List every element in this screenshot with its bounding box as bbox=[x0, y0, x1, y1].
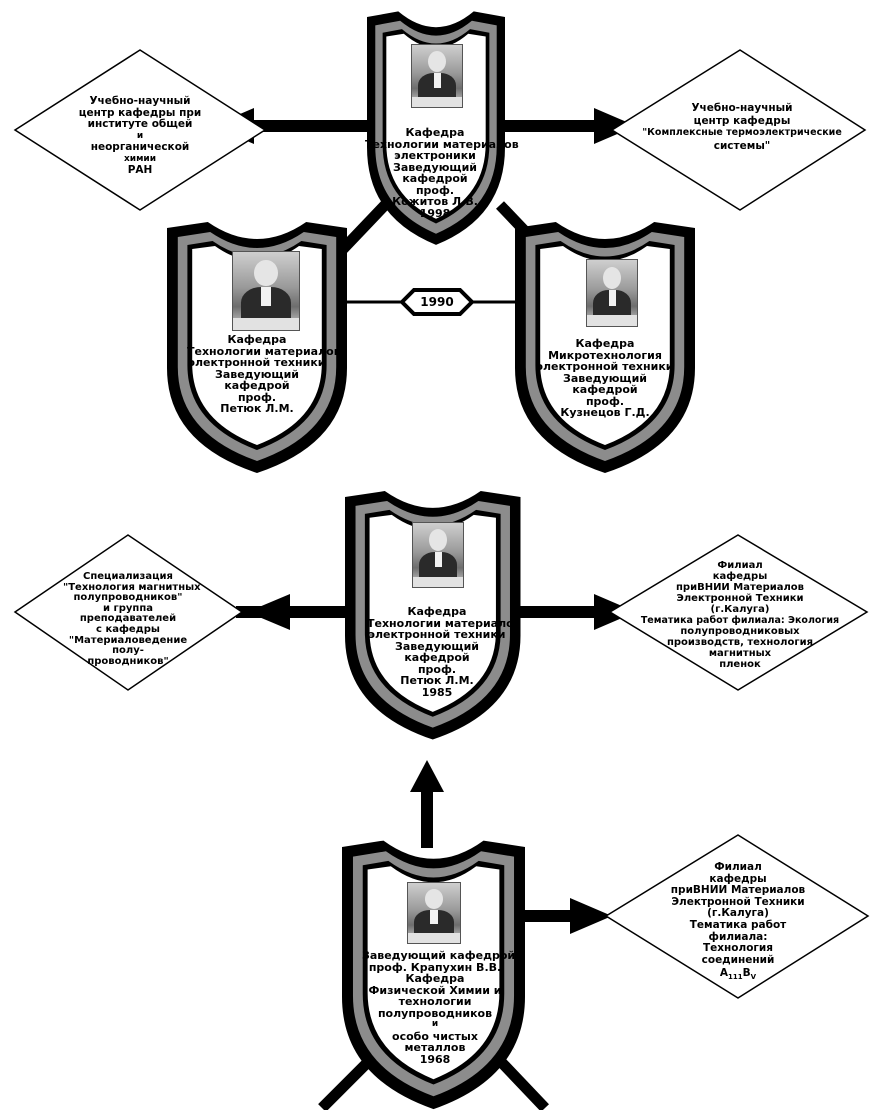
left-diamond-text: Учебно-научный центр кафедры при институ… bbox=[78, 95, 202, 176]
center-right-diamond-text: Филиал кафедры приВНИИ Материалов Электр… bbox=[640, 560, 840, 670]
left-diamond bbox=[13, 49, 267, 211]
arrow-center-left bbox=[236, 594, 370, 630]
center-left-diamond bbox=[13, 534, 244, 691]
formula: A111BV bbox=[719, 967, 757, 982]
right-diamond-text: Учебно-научный центр кафедры "Комплексны… bbox=[642, 102, 842, 152]
bottom-right-diamond-text: Филиал кафедры приВНИИ Материалов Электр… bbox=[658, 861, 818, 984]
right-diamond bbox=[610, 49, 867, 211]
year-1990-label: 1990 bbox=[420, 295, 454, 309]
year-1990-hex bbox=[399, 288, 475, 316]
center-left-diamond-text: Специализация "Технология магнитных полу… bbox=[63, 571, 201, 667]
arrow-top-right bbox=[500, 108, 636, 144]
portrait-photo bbox=[232, 251, 300, 331]
center-shield-text: Кафедра Технологии материалов электронно… bbox=[367, 605, 521, 699]
portrait-photo bbox=[411, 44, 463, 108]
bottom-right-diamond bbox=[604, 834, 870, 999]
top-shield-text: Кафедра Технологии материалов электроник… bbox=[365, 126, 519, 220]
portrait-photo bbox=[407, 882, 461, 944]
portrait-photo bbox=[412, 522, 464, 588]
arrow-up bbox=[410, 760, 444, 848]
mid-right-shield-text: Кафедра Микротехнология электронной техн… bbox=[536, 337, 674, 419]
bottom-shield-text: Заведующий кафедрой проф. Крапухин В.В. … bbox=[362, 949, 516, 1066]
center-right-diamond bbox=[608, 534, 869, 691]
portrait-photo bbox=[586, 259, 638, 327]
mid-left-shield-text: Кафедра Технологии материалов электронно… bbox=[187, 333, 341, 415]
